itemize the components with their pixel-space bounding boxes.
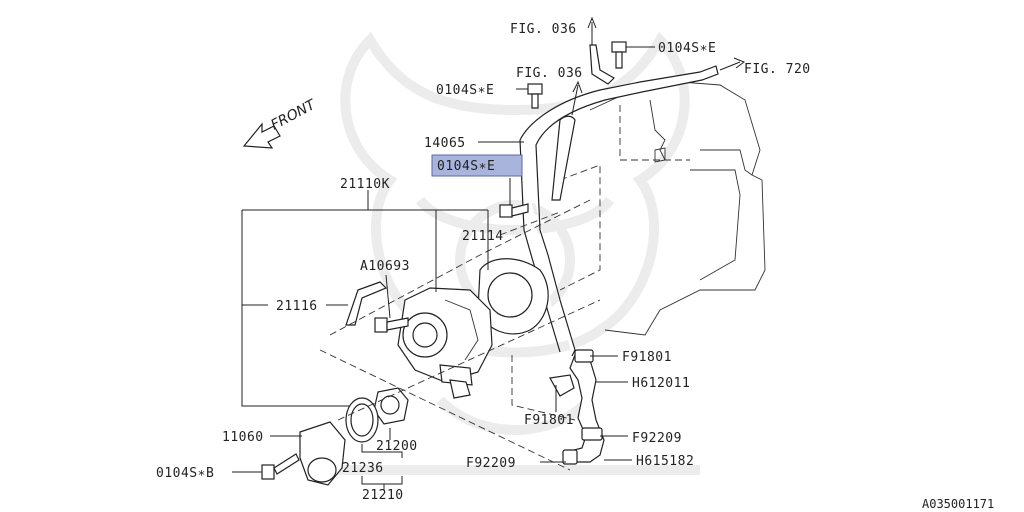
gasket-21236	[345, 397, 379, 443]
label-h612011[interactable]: H612011	[632, 376, 690, 391]
reference-code: A035001171	[922, 497, 994, 511]
label-f92209-left[interactable]: F92209	[466, 456, 516, 471]
label-fig036-top[interactable]: FIG. 036	[510, 22, 577, 37]
label-21110k[interactable]: 21110K	[340, 177, 390, 192]
label-21200[interactable]: 21200	[376, 439, 418, 454]
thermostat-case-11060	[299, 421, 346, 486]
label-0104s-b[interactable]: 0104S∗B	[156, 466, 214, 481]
bolt-mid	[499, 203, 529, 218]
highlight-box	[431, 154, 523, 177]
bracket-21116	[345, 281, 388, 326]
label-21210[interactable]: 21210	[362, 488, 404, 503]
front-arrow-icon	[242, 122, 281, 149]
gasket-21114	[477, 258, 549, 335]
bolt-a10693	[374, 317, 409, 333]
label-fig720[interactable]: FIG. 720	[744, 62, 811, 77]
water-pump	[397, 287, 493, 399]
label-21236[interactable]: 21236	[342, 461, 384, 476]
label-11060[interactable]: 11060	[222, 430, 264, 445]
label-21116[interactable]: 21116	[276, 299, 318, 314]
assembly-lines	[319, 199, 601, 471]
label-fig036-mid[interactable]: FIG. 036	[516, 66, 583, 81]
label-0104s-e-top[interactable]: 0104S∗E	[658, 41, 716, 56]
engine-block	[559, 79, 766, 336]
label-f91801-right[interactable]: F91801	[622, 350, 672, 365]
label-a10693[interactable]: A10693	[360, 259, 410, 274]
label-0104s-e-left[interactable]: 0104S∗E	[436, 83, 494, 98]
bolt-0104sb	[261, 453, 300, 480]
label-f91801-bottom[interactable]: F91801	[524, 413, 574, 428]
leader-lines	[232, 16, 746, 490]
water-pipe	[519, 44, 719, 465]
bolt-top-right	[611, 41, 627, 69]
label-0104s-e-highlight[interactable]: 0104S∗E	[437, 159, 495, 174]
front-label: FRONT	[268, 96, 319, 133]
label-h615182[interactable]: H615182	[636, 454, 694, 469]
label-f92209-right[interactable]: F92209	[632, 431, 682, 446]
thermostat-21200	[373, 387, 409, 425]
label-14065[interactable]: 14065	[424, 136, 466, 151]
label-21114[interactable]: 21114	[462, 229, 504, 244]
